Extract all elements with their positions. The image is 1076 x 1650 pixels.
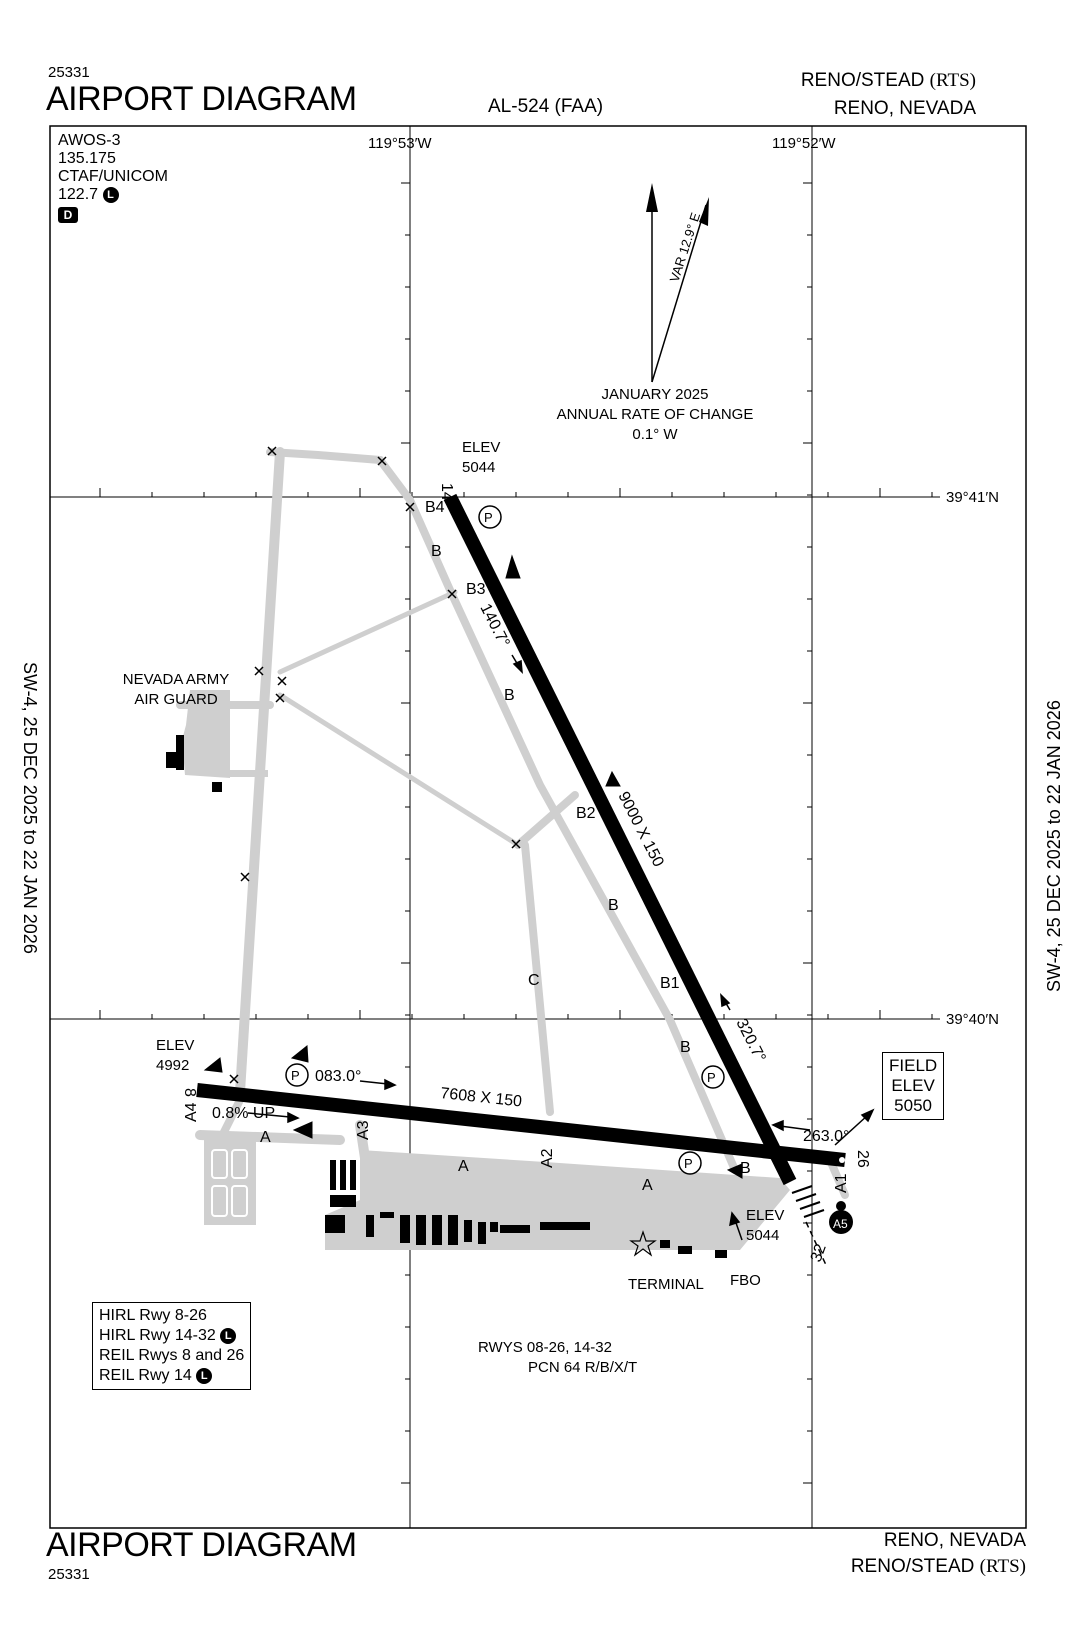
true-north-arrow: [646, 183, 658, 212]
elev-32: ELEV 5044: [746, 1207, 785, 1244]
chart-number-bottom: 25331: [48, 1566, 90, 1583]
buildings: [166, 735, 727, 1258]
magnetic-north-arrow: [699, 197, 709, 226]
lat-bottom-label: 39°40′N: [946, 1011, 1000, 1028]
reil-lights: [203, 554, 743, 1179]
awos-freq: 135.175: [58, 150, 116, 167]
airport-name-bottom: RENO/STEAD (RTS): [850, 1556, 1026, 1577]
pcn-note: RWYS 08-26, 14-32 PCN 64 R/B/X/T: [478, 1339, 638, 1376]
heading-263: 263.0°: [803, 1128, 849, 1145]
taxiway-b-4: B: [680, 1039, 691, 1056]
magnetic-north-line: [651, 204, 707, 383]
runway-8-26: [196, 1083, 846, 1167]
guard-ramp: [182, 690, 230, 778]
heading-083: 083.0°: [315, 1068, 361, 1085]
taxiway-a1: A1: [833, 1173, 850, 1193]
lighting-badge-2: L: [196, 1367, 213, 1384]
parking-1: P: [484, 510, 493, 525]
airport-name-top: RENO/STEAD (RTS): [801, 70, 976, 92]
ctaf-badge: L: [102, 186, 119, 203]
ctaf-freq: 122.7: [58, 186, 99, 203]
heading-320: 320.7°: [732, 1016, 768, 1065]
taxiway-a-2: A: [458, 1158, 469, 1175]
beacon-star: [629, 1230, 657, 1257]
a5-marker: [829, 1210, 853, 1234]
parking-circles: [285, 505, 725, 1175]
airport-code: (RTS): [929, 70, 976, 91]
taxiway-a5: A5: [833, 1217, 848, 1231]
taxiway-b3: B3: [466, 581, 486, 598]
taxiway-b-2: B: [504, 687, 515, 704]
procedure-id: AL-524 (FAA): [488, 96, 604, 117]
grid-ticks: [99, 182, 933, 1484]
taxiway-b4: B4: [425, 499, 445, 516]
mag-line3: 0.1° W: [632, 426, 678, 443]
taxiway-b1: B1: [660, 975, 680, 992]
slope-label: 0.8% UP: [212, 1105, 275, 1122]
elev-8: ELEV 4992: [156, 1037, 195, 1074]
guard-label: NEVADA ARMY AIR GUARD: [122, 671, 230, 708]
rwy8-26-dims: 7608 X 150: [440, 1085, 523, 1110]
city-state-top: RENO, NEVADA: [833, 98, 976, 119]
airport-name: RENO/STEAD: [800, 70, 925, 91]
taxiway-b-1: B: [431, 543, 442, 560]
heading-arrows: [247, 654, 875, 1241]
rwy8-label: 8: [181, 1088, 198, 1097]
elev-14: ELEV 5044: [462, 439, 501, 476]
lat-top-label: 39°41′N: [946, 489, 1000, 506]
parking-4: P: [684, 1156, 693, 1171]
runway-14-32: [443, 493, 797, 1186]
mag-line2: ANNUAL RATE OF CHANGE: [556, 406, 754, 423]
chart-number-top: 25331: [48, 64, 90, 81]
taxiway-b2: B2: [576, 805, 596, 822]
taxiway-a2: A2: [539, 1148, 556, 1168]
field-elev-box: FIELD ELEV 5050: [882, 1052, 945, 1120]
lighting-box: HIRL Rwy 8-26 HIRL Rwy 14-32 L REIL Rwys…: [92, 1302, 252, 1390]
mag-line1: JANUARY 2025: [601, 386, 709, 403]
chart-frame: [49, 125, 1027, 1529]
hold-markers: [229, 446, 521, 1084]
magnetic-note: JANUARY 2025 ANNUAL RATE OF CHANGE 0.1° …: [540, 385, 770, 445]
taxiway-a4: A4: [183, 1102, 200, 1122]
lighting-badge-1: L: [220, 1327, 237, 1344]
terminal-label: TERMINAL: [628, 1276, 704, 1293]
main-apron: [325, 1150, 790, 1250]
comms-block: AWOS-3 135.175 CTAF/UNICOM 122.7 L D: [58, 132, 168, 224]
taxiway-a3: A3: [355, 1120, 372, 1140]
city-state-bottom: RENO, NEVADA: [883, 1530, 1026, 1551]
lon-right-label: 119°52′W: [772, 135, 836, 152]
taxiway-a-1: A: [260, 1129, 271, 1146]
approach-lights-32: [791, 1185, 825, 1218]
rwy14-label: 14: [438, 483, 455, 501]
lon-left-label: 119°53′W: [368, 135, 432, 152]
taxiway-b-3: B: [608, 897, 619, 914]
chart-title-top: AIRPORT DIAGRAM: [46, 80, 357, 118]
rwy26-label: 26: [854, 1150, 871, 1168]
d-badge: D: [58, 207, 78, 223]
parking-2: P: [291, 1068, 300, 1083]
awos-label: AWOS-3: [58, 132, 121, 149]
taxiway-b-5: B: [740, 1160, 751, 1177]
chart-title-bottom: AIRPORT DIAGRAM: [46, 1526, 357, 1564]
fbo-label: FBO: [730, 1272, 761, 1289]
ctaf-label: CTAF/UNICOM: [58, 168, 168, 185]
taxiway-c: C: [528, 972, 540, 989]
parking-3: P: [707, 1070, 716, 1085]
rwy32-label: 32: [808, 1242, 830, 1265]
taxiway-a-3: A: [642, 1177, 653, 1194]
